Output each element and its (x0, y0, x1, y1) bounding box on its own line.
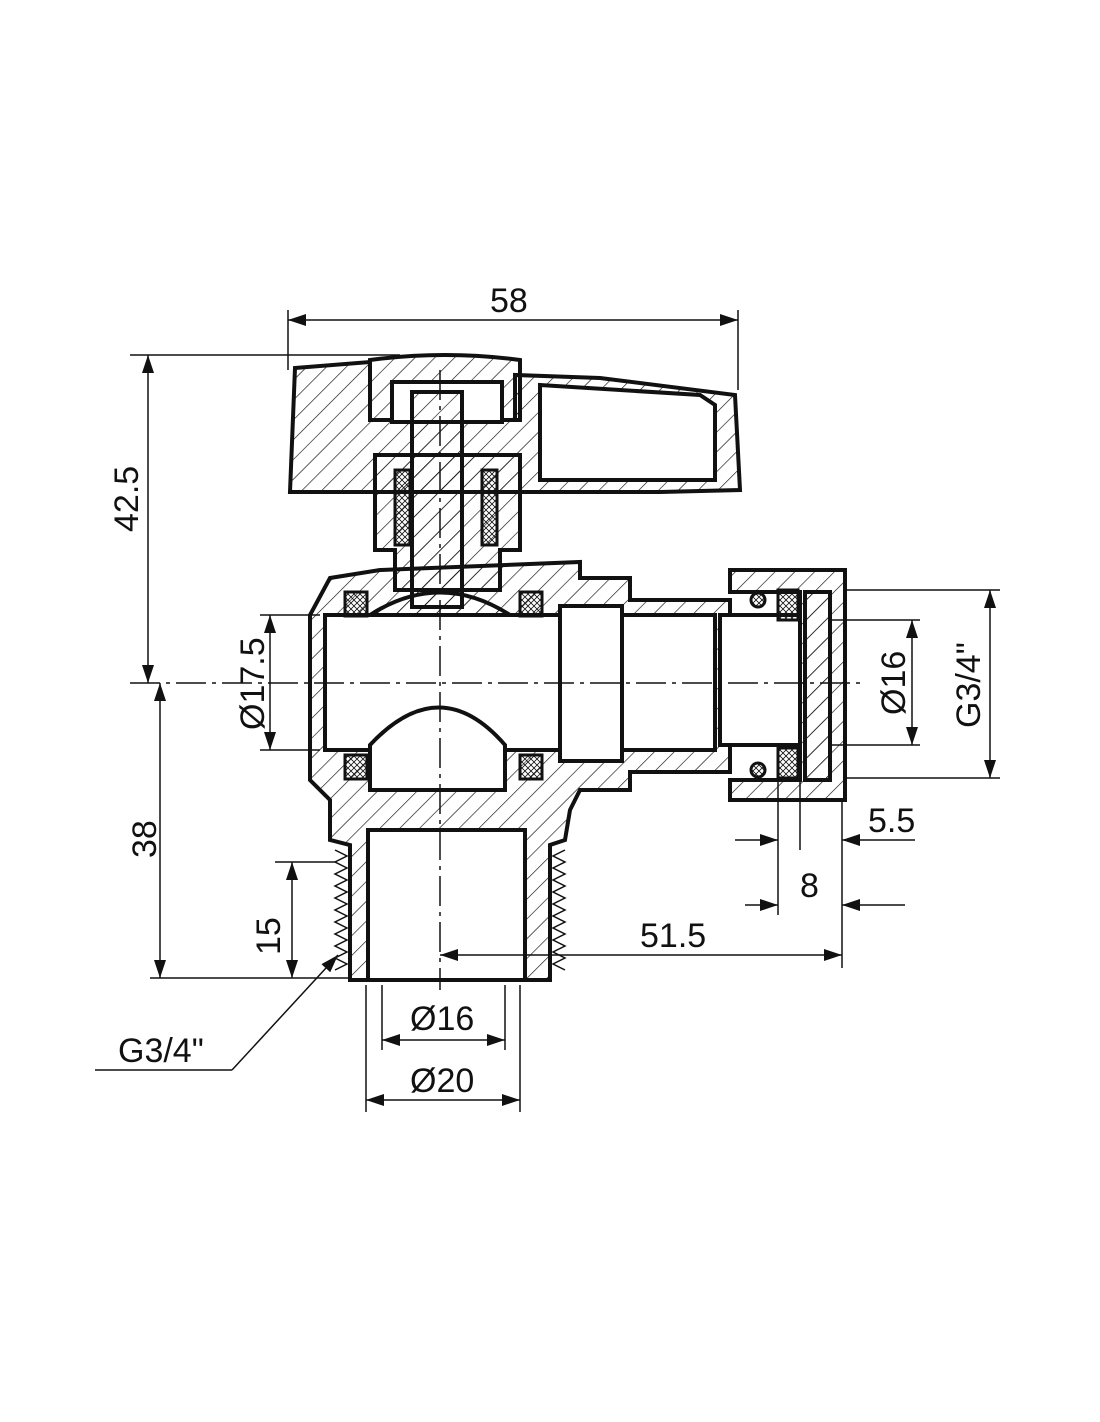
dim-outer-diameter-bottom: Ø20 (410, 1062, 474, 1100)
dim-horizontal-distance: 51.5 (640, 917, 706, 955)
dim-inner-diameter-bottom: Ø16 (410, 1000, 474, 1038)
union-nut (718, 568, 847, 802)
dim-nut-offset: 5.5 (868, 802, 915, 840)
dim-inner-diameter-left: Ø17.5 (234, 637, 272, 730)
dim-thread-length: 15 (250, 917, 288, 955)
dimension-lines (95, 310, 1000, 1112)
dim-thread-bottom: G3/4" (118, 1032, 204, 1070)
dim-height-upper: 42.5 (108, 466, 146, 532)
valve-body (308, 559, 732, 982)
dim-overall-width: 58 (490, 282, 528, 320)
dim-thread-right: G3/4" (950, 642, 988, 728)
dim-nut-length: 8 (800, 867, 819, 905)
dim-inner-diameter-right: Ø16 (875, 651, 913, 715)
dim-height-lower: 38 (126, 820, 164, 858)
